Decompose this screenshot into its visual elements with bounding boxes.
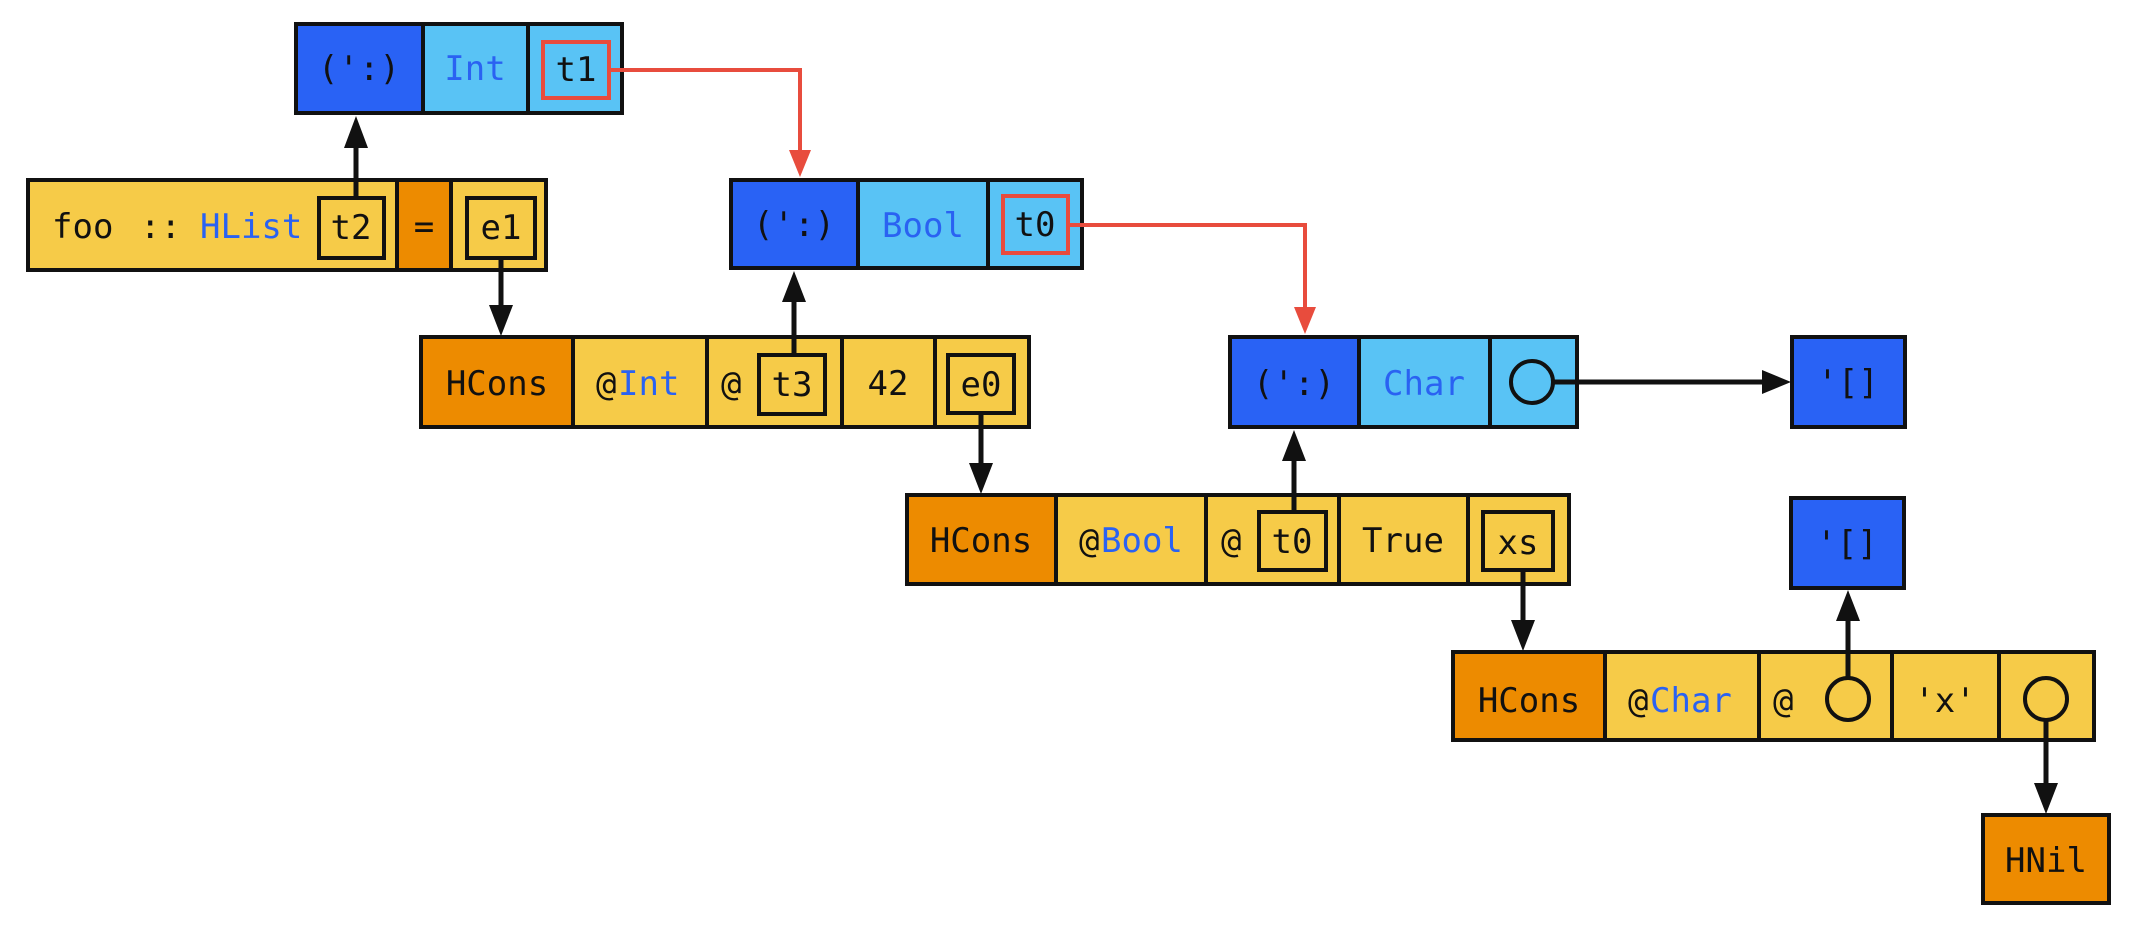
- hcons-int-value: 42: [868, 364, 909, 404]
- red-link-t0-to-char-cons: [1068, 223, 1316, 334]
- top-cons-type-cell: [423, 24, 528, 113]
- hcons-int-type: Int: [618, 364, 679, 404]
- arrow-hcons-char-to-hnil: [2034, 720, 2058, 814]
- bool-cons-var: t0: [1015, 205, 1056, 245]
- hcons-int-at-var: t3: [772, 365, 813, 405]
- hcons-char-value: 'x': [1914, 681, 1975, 721]
- bool-cons-ctor: (':): [753, 205, 835, 245]
- foo-equals: =: [414, 207, 434, 247]
- hcons-bool-tail: xs: [1498, 523, 1539, 563]
- xs-box: [1481, 510, 1555, 572]
- char-cons-node[interactable]: (':) Char: [1228, 335, 1579, 429]
- t2-box: [317, 196, 386, 260]
- arrow-t3-to-bool-cons: [782, 271, 806, 355]
- type-nil-node-2[interactable]: '[]: [1789, 496, 1906, 590]
- foo-type: HList: [200, 207, 302, 247]
- hcons-bool-type: Bool: [1101, 521, 1183, 561]
- top-cons-ctor-cell: [296, 24, 423, 113]
- hcons-int-tail: e0: [961, 365, 1002, 405]
- equals-cell: [397, 180, 451, 270]
- hcons-char-ctor: HCons: [1478, 681, 1580, 721]
- top-cons-type: Int: [444, 49, 505, 89]
- arrow-hcons-char-to-type-nil-2: [1836, 590, 1860, 678]
- hnil-label: HNil: [2005, 841, 2087, 881]
- hcons-char-at-var-prefix: @: [1773, 681, 1793, 721]
- top-cons-var: t1: [556, 50, 597, 90]
- arrow-xs-to-hcons-char: [1511, 570, 1535, 651]
- hcons-bool-ctor: HCons: [930, 521, 1032, 561]
- hcons-int-ctor: HCons: [446, 364, 548, 404]
- type-nil-2-label: '[]: [1816, 524, 1877, 564]
- arrow-e0-to-hcons-bool: [969, 413, 993, 494]
- hcons-char-at: @: [1628, 681, 1648, 721]
- hnil-node[interactable]: HNil: [1981, 813, 2111, 905]
- type-nil-node-1[interactable]: '[]: [1790, 335, 1907, 429]
- arrow-t0-to-char-cons: [1282, 430, 1306, 512]
- top-cons-ctor: (':): [318, 49, 400, 89]
- hcons-int-node[interactable]: HCons @ Int @ t3 42 e0: [419, 335, 1031, 429]
- hcons-char-node[interactable]: HCons @ Char @ 'x': [1451, 650, 2096, 742]
- type-nil-1-label: '[]: [1817, 363, 1878, 403]
- hcons-bool-at: @: [1079, 521, 1099, 561]
- arrow-char-cons-to-type-nil-1: [1553, 370, 1791, 394]
- top-cons-node[interactable]: (':) Int t1: [294, 22, 624, 115]
- arrow-e1-to-hcons-int: [489, 258, 513, 336]
- red-link-t1-to-bool-cons: [609, 68, 811, 177]
- hcons-int-at: @: [596, 364, 616, 404]
- hcons-char-type: Char: [1650, 681, 1732, 721]
- hcons-bool-node[interactable]: HCons @ Bool @ t0 True xs: [905, 493, 1571, 586]
- foo-type-var: t2: [331, 208, 372, 248]
- bool-cons-type: Bool: [882, 206, 964, 246]
- bool-cons-node[interactable]: (':) Bool t0: [729, 178, 1084, 270]
- hcons-bool-value: True: [1362, 521, 1444, 561]
- char-cons-ctor: (':): [1253, 364, 1335, 404]
- foo-type-sep: ::: [140, 207, 181, 247]
- foo-name: foo: [52, 207, 113, 247]
- char-cons-type: Char: [1383, 364, 1465, 404]
- hcons-bool-at-var-prefix: @: [1221, 521, 1241, 561]
- foo-expr: e1: [481, 208, 522, 248]
- arrow-t2-to-top-cons: [344, 116, 368, 198]
- foo-declaration-node[interactable]: foo :: HList t2 = e1: [26, 178, 548, 272]
- hcons-bool-at-var: t0: [1272, 522, 1313, 562]
- hcons-int-at-var-prefix: @: [721, 364, 741, 404]
